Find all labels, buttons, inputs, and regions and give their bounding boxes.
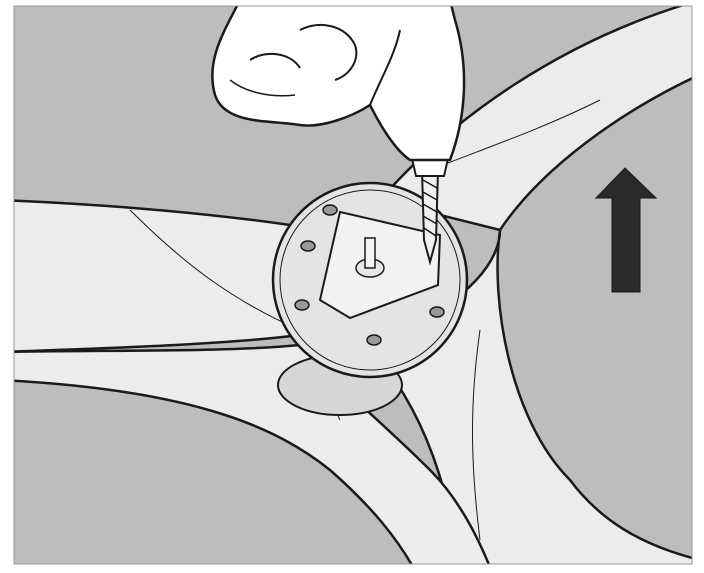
screw-hole [301,241,315,251]
screw-hole [430,307,444,317]
center-shaft [365,238,375,268]
screw-hole [295,300,309,310]
screw-hole [367,335,381,345]
screw-hole [323,205,337,215]
blade-left [0,200,300,352]
